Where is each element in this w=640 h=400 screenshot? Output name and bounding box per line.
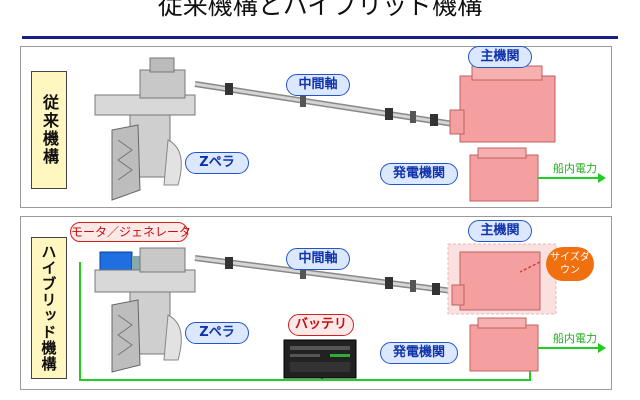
- power-arrow-2: [538, 343, 606, 353]
- label-generator-2: 発電機関: [380, 342, 458, 364]
- generator-engine-1: [469, 147, 539, 202]
- page-title: 従来機構とハイブリッド機構: [157, 0, 483, 20]
- label-motor-generator: モータ／ジェネレータ: [70, 222, 191, 242]
- label-power-1: 船内電力: [553, 162, 597, 175]
- label-main-engine-1: 主機関: [468, 46, 532, 68]
- label-shaft-1: 中間軸: [286, 74, 350, 96]
- label-power-2: 船内電力: [553, 332, 597, 345]
- battery: [283, 339, 357, 379]
- label-zpeller-2: Zペラ: [185, 322, 249, 344]
- panel-conventional: 従来機構: [20, 46, 612, 208]
- label-shaft-2: 中間軸: [286, 248, 350, 270]
- label-zpeller-1: Zペラ: [185, 152, 249, 174]
- label-size-down: サイズダウン: [546, 247, 594, 281]
- main-engine-2: [447, 243, 557, 315]
- label-battery: バッテリ: [288, 314, 354, 336]
- label-hybrid: ハイブリッド機構: [31, 237, 67, 379]
- generator-engine-2: [469, 317, 539, 372]
- label-main-engine-2: 主機関: [468, 220, 532, 242]
- intermediate-shaft-1: [194, 81, 461, 128]
- zpeller-unit-2: [94, 247, 196, 373]
- intermediate-shaft-2: [194, 255, 461, 295]
- main-engine-1: [449, 65, 556, 143]
- title-rule: [22, 36, 618, 39]
- label-generator-1: 発電機関: [380, 163, 458, 185]
- power-arrow-1: [538, 173, 606, 183]
- label-conventional: 従来機構: [31, 71, 67, 189]
- panel-hybrid: ハイブリッド機構: [20, 216, 612, 390]
- zpeller-unit-1: [94, 57, 196, 201]
